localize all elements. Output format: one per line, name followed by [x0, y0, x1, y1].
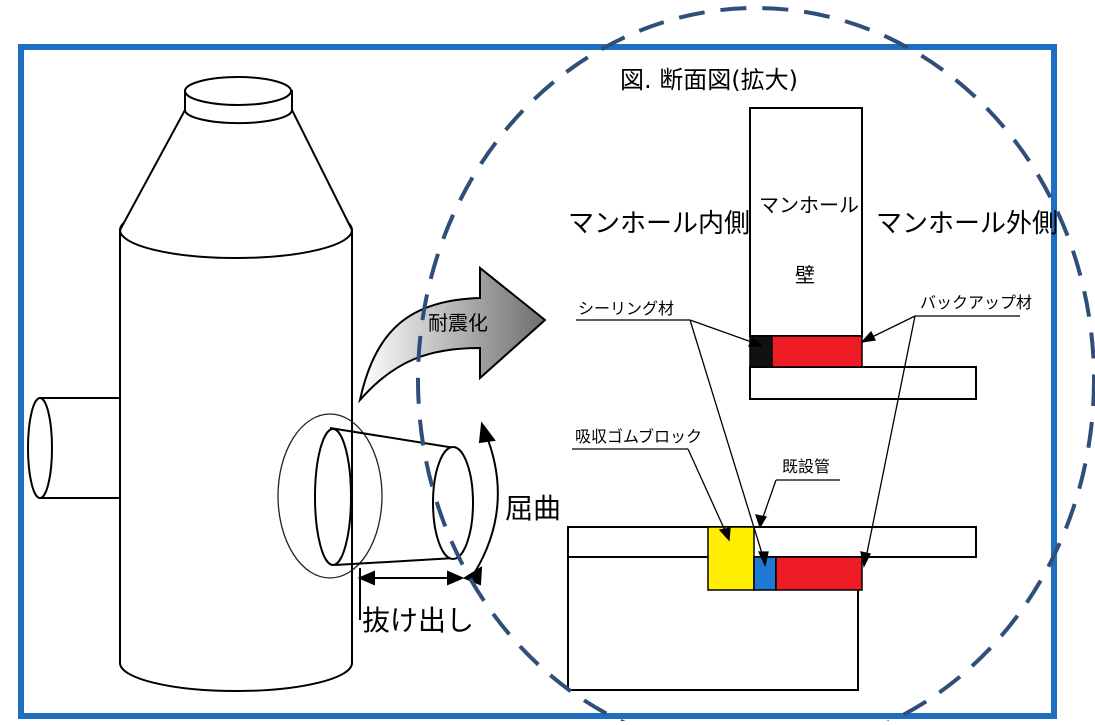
pullout-arrow: [357, 568, 465, 620]
bend-arrow-head-top: [478, 421, 496, 444]
upper-pipe: [749, 366, 977, 400]
existing-pipe-label: 既設管: [782, 457, 830, 476]
side-pipe-left-end: [27, 397, 53, 499]
joint-highlight-circle: [277, 413, 383, 579]
zoom-dashed-circle: [416, 6, 1095, 725]
diagram-title: 図. 断面図(拡大): [620, 66, 798, 94]
pulled-pipe-outer-end: [432, 446, 474, 560]
leader-lines: [687, 315, 916, 568]
manhole-wall: [749, 107, 863, 337]
backup-red-lower: [775, 556, 863, 591]
manhole-inside-label: マンホール内側: [568, 209, 750, 239]
manhole-top-opening: [184, 76, 292, 106]
sealing-label: シーリング材: [578, 299, 674, 318]
lower-pipe: [567, 526, 977, 558]
manhole-body: [119, 230, 353, 692]
rubber-block-label: 吸収ゴムブロック: [575, 427, 702, 446]
backup-label: バックアップ材: [920, 293, 1032, 312]
pulled-pipe-inner-end: [314, 428, 352, 566]
pullout-label: 抜け出し: [362, 604, 474, 637]
rubber-block-yellow: [707, 526, 755, 591]
backup-red-upper: [771, 335, 863, 368]
manhole-outside-label: マンホール外側: [876, 209, 1058, 239]
manhole-wall-label-2: 壁: [795, 263, 815, 287]
bend-arrow: [462, 421, 499, 586]
pulled-pipe-body: [329, 427, 456, 566]
bending-label: 屈曲: [505, 492, 561, 525]
seismic-label: 耐震化: [428, 311, 488, 335]
manhole-illustration: [27, 76, 474, 692]
seismic-arrow: [358, 265, 547, 404]
manhole-wall-label-1: マンホール: [759, 193, 859, 217]
